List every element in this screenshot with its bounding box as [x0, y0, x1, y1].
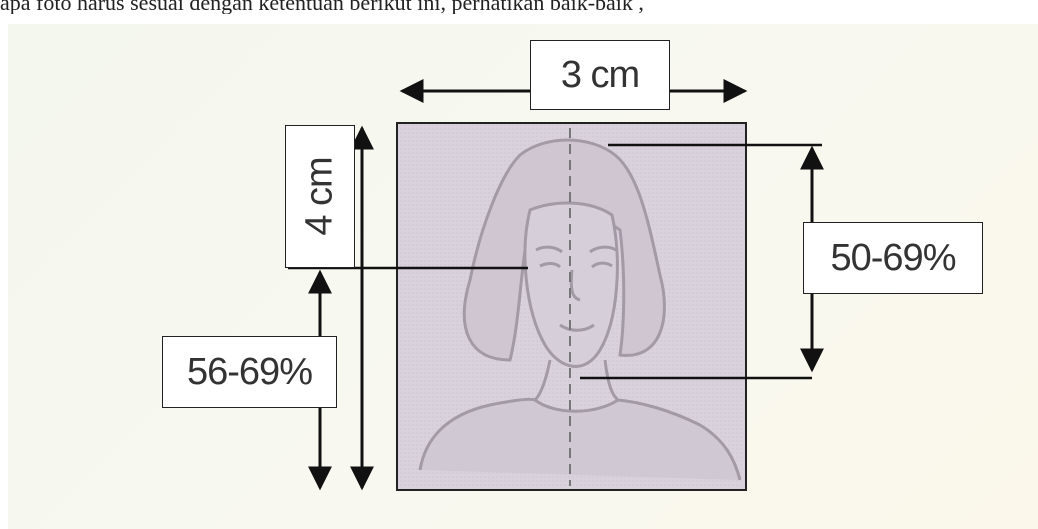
- height-label: 4 cm: [285, 125, 355, 268]
- caption-text: apa foto harus sesuai dengan ketentuan b…: [0, 0, 644, 14]
- width-label-text: 3 cm: [560, 53, 640, 96]
- width-label: 3 cm: [530, 40, 670, 110]
- eye-ratio-label-text: 56-69%: [187, 350, 313, 393]
- eye-ratio-label: 56-69%: [162, 336, 337, 408]
- head-ratio-label: 50-69%: [803, 222, 983, 294]
- woman-portrait-icon: [418, 138, 742, 481]
- height-label-text: 4 cm: [298, 157, 341, 236]
- head-ratio-label-text: 50-69%: [830, 236, 957, 279]
